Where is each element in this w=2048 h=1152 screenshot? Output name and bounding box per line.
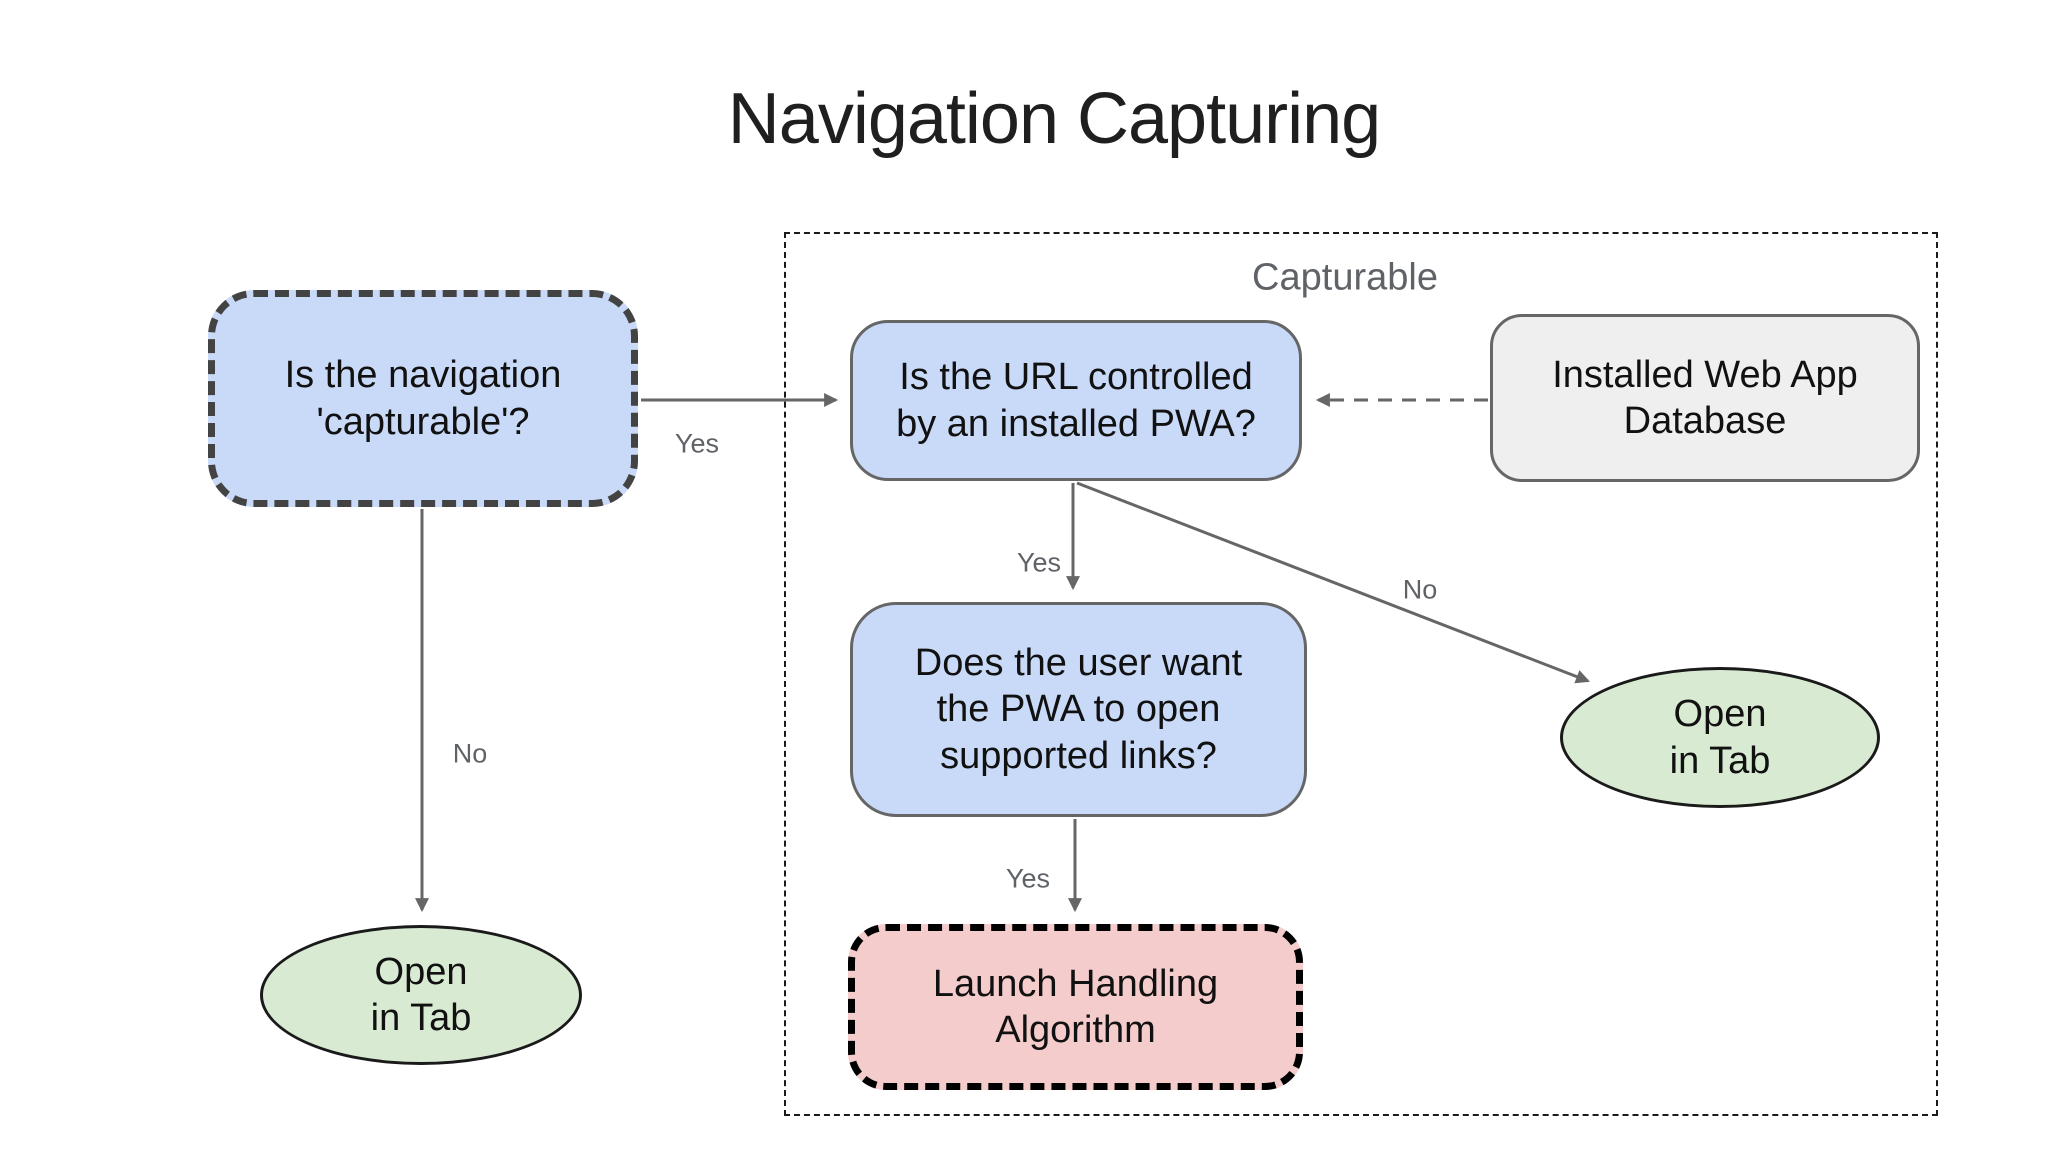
node-installed-web-app-database-text: Installed Web App Database (1552, 353, 1858, 442)
node-installed-web-app-database: Installed Web App Database (1490, 314, 1920, 482)
node-open-in-tab-left: Open in Tab (260, 925, 582, 1065)
node-open-in-tab-right-text: Open in Tab (1669, 693, 1771, 782)
node-open-in-tab-right: Open in Tab (1560, 667, 1880, 808)
node-open-in-tab-left-text: Open in Tab (370, 950, 472, 1039)
node-is-navigation-capturable-text: Is the navigation 'capturable'? (284, 354, 562, 443)
node-is-navigation-capturable: Is the navigation 'capturable'? (208, 290, 638, 507)
edge-label-no-url-to-tab: No (1402, 574, 1438, 605)
node-launch-handling-algorithm: Launch Handling Algorithm (848, 924, 1303, 1090)
capturable-group-outline (784, 232, 1938, 1116)
node-user-want-pwa-open-links: Does the user want the PWA to open suppo… (850, 602, 1307, 817)
node-user-want-pwa-open-links-text: Does the user want the PWA to open suppo… (914, 641, 1243, 777)
edge-label-yes-user-to-launch: Yes (1005, 863, 1051, 894)
edge-label-yes-nav-to-url: Yes (674, 428, 720, 459)
edge-label-no-nav-to-tab: No (452, 738, 488, 769)
page-title: Navigation Capturing (727, 79, 1381, 159)
capturable-group-label: Capturable (1252, 256, 1438, 299)
node-launch-handling-algorithm-text: Launch Handling Algorithm (932, 962, 1219, 1051)
edge-label-yes-url-to-user: Yes (1016, 547, 1062, 578)
node-url-controlled-by-pwa-text: Is the URL controlled by an installed PW… (896, 356, 1256, 445)
node-url-controlled-by-pwa: Is the URL controlled by an installed PW… (850, 320, 1302, 481)
